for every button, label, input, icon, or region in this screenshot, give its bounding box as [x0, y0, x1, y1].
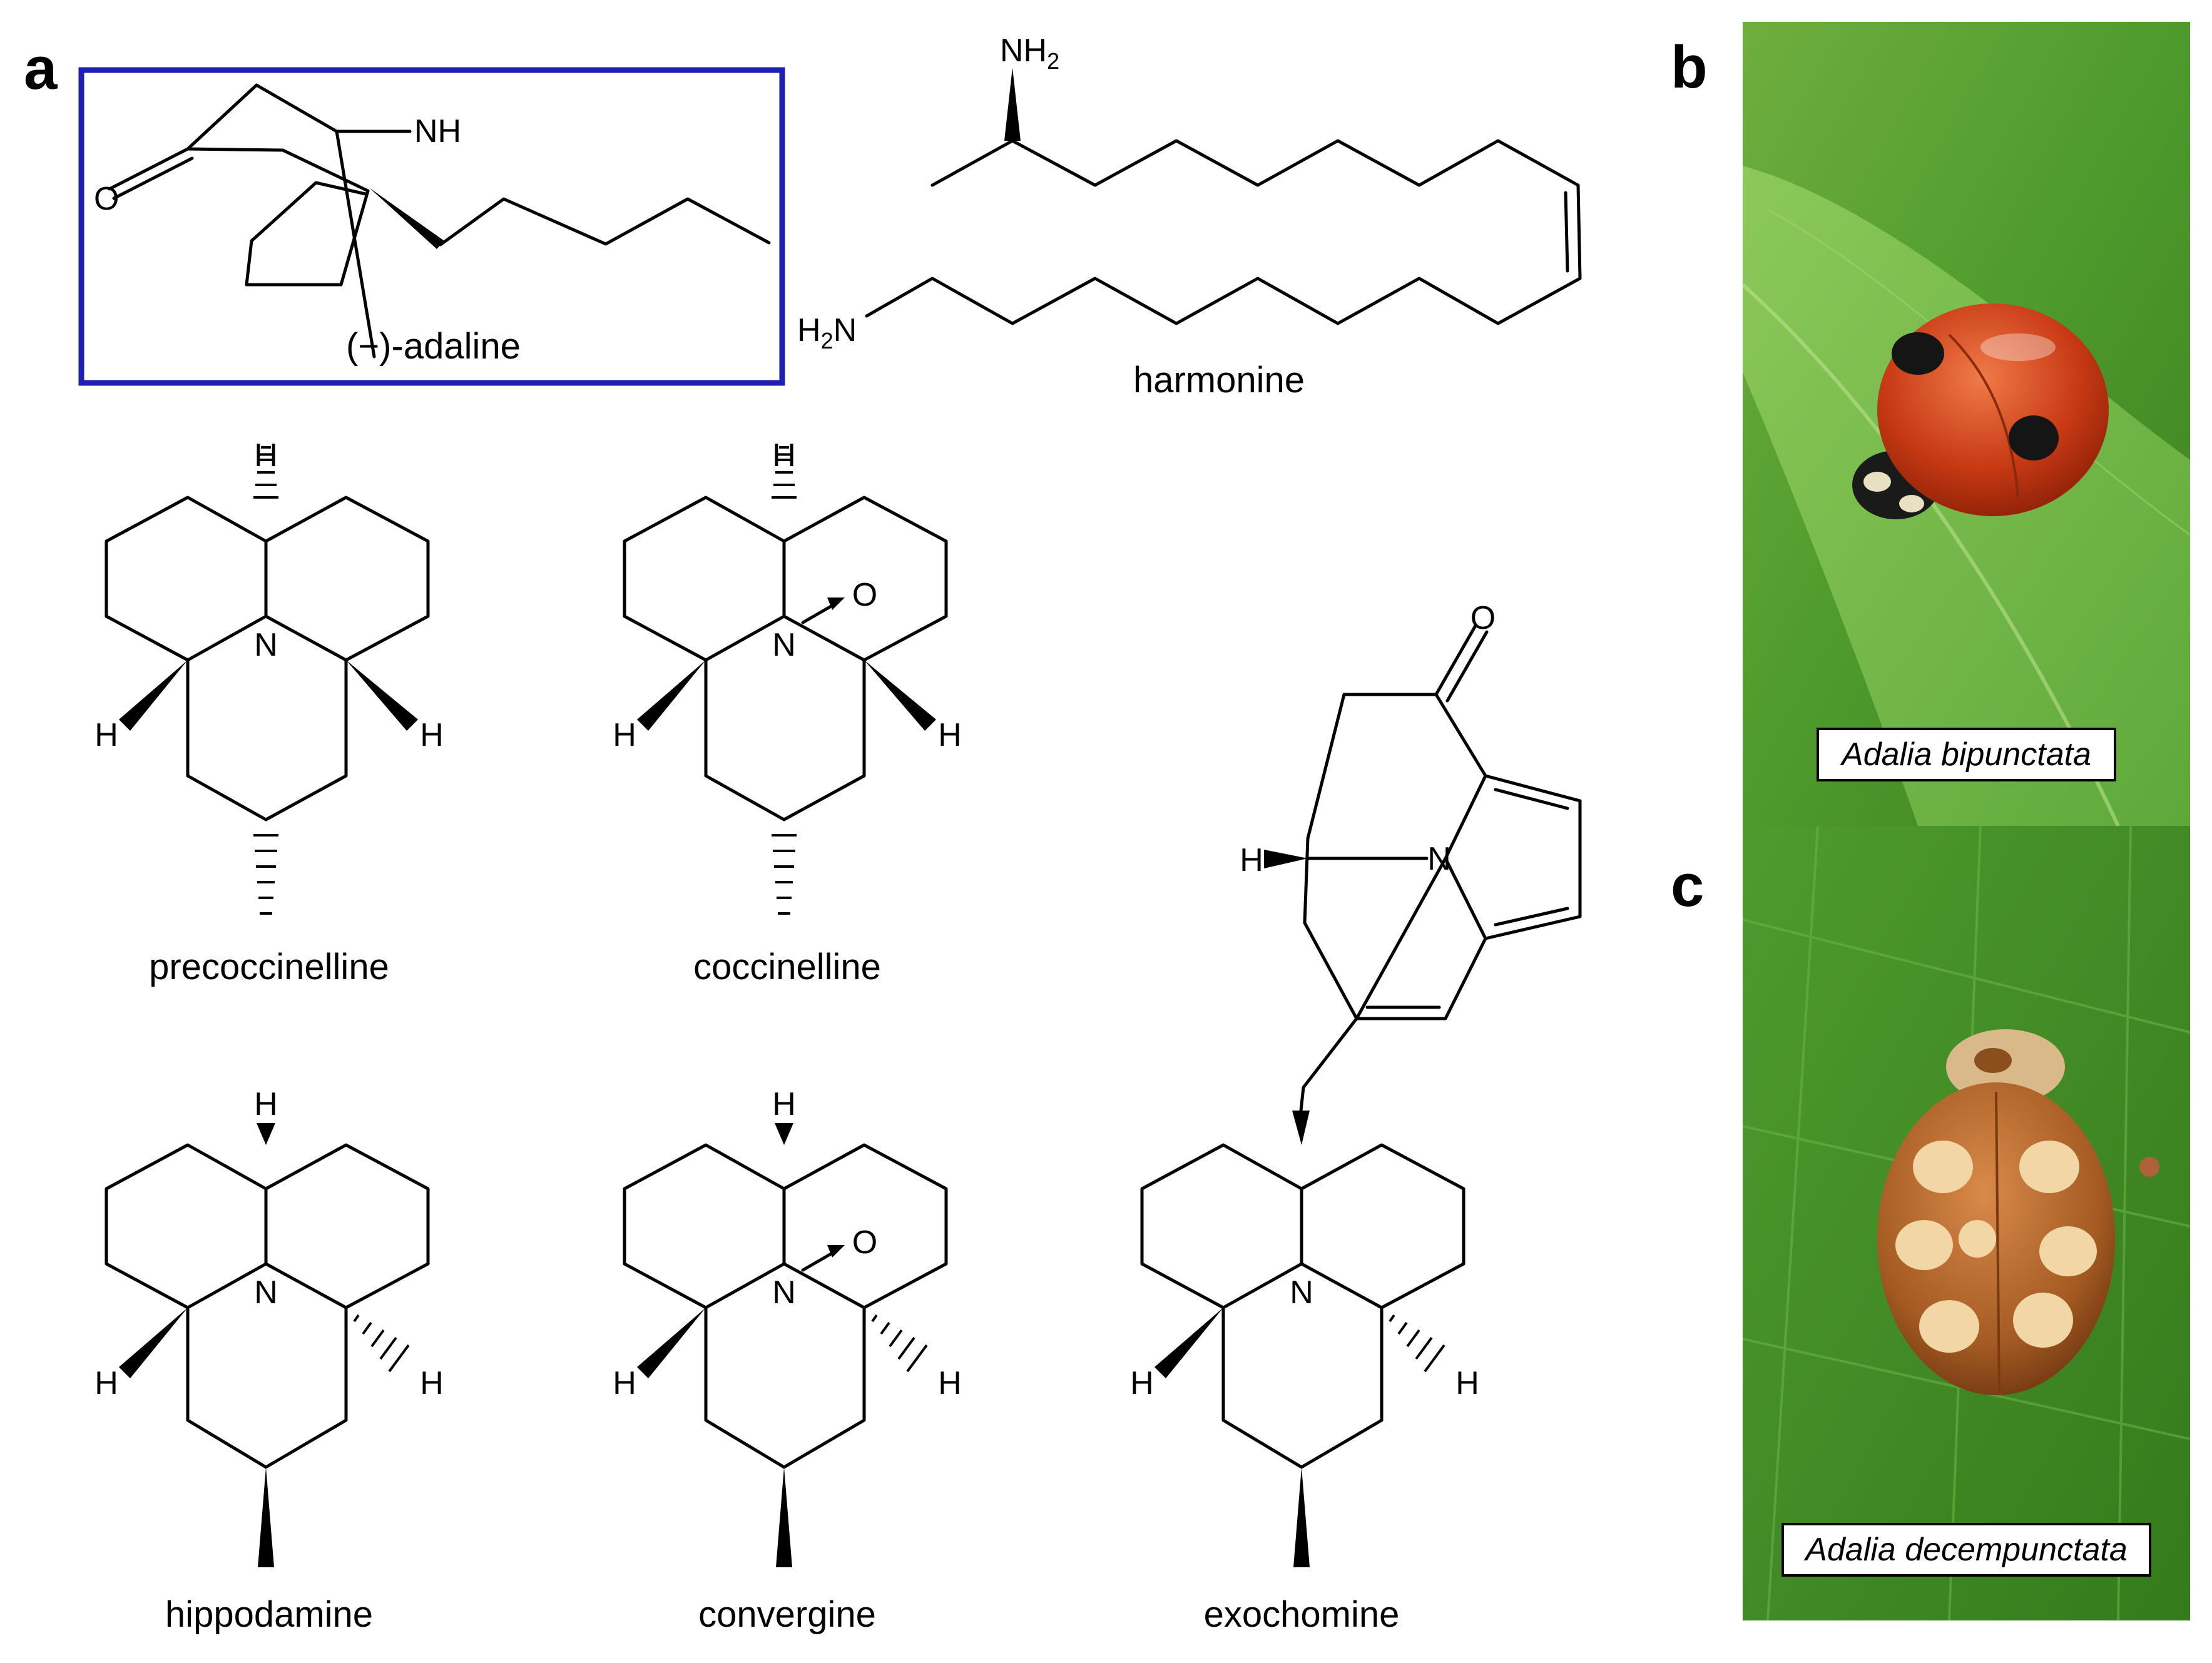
coccinelline-n: N [772, 627, 796, 663]
convergine-structure: N O H H H convergine [613, 1086, 962, 1635]
adaline-nh-label: NH [414, 113, 461, 150]
panel-label-c: c [1671, 852, 1704, 919]
exochomine-h-right: H [1455, 1365, 1479, 1401]
harmonine-structure: NH2 H2N harmonine [797, 33, 1582, 400]
hippodamine-h-top: H [254, 1086, 278, 1122]
hippodamine-h-left: H [94, 1365, 118, 1401]
precoccinelline-h-left: H [94, 717, 118, 753]
panel-label-a: a [24, 35, 58, 102]
adalia-decempunctata-image [1743, 826, 2190, 1620]
exochomine-h-upper: H [1240, 842, 1263, 878]
convergine-name: convergine [698, 1594, 876, 1635]
harmonine-name: harmonine [1133, 360, 1305, 400]
exochomine-n-lower: N [1290, 1274, 1313, 1311]
precoccinelline-h-top: H [254, 437, 278, 474]
hippodamine-n: N [254, 1274, 278, 1311]
adalia-bipunctata-image [1743, 22, 2190, 826]
convergine-h-left: H [613, 1365, 636, 1401]
exochomine-structure: N N O H H H exochomine [1130, 600, 1582, 1635]
convergine-o: O [852, 1224, 877, 1261]
precoccinelline-name: precoccinelline [149, 947, 389, 987]
hippodamine-structure: N H H H hippodamine [94, 1086, 444, 1635]
harmonine-h2n-left: H2N [797, 312, 857, 353]
harmonine-nh2-top: NH2 [1000, 33, 1059, 74]
adaline-structure: O NH (−)-adaline [78, 67, 785, 386]
caption-adalia-bipunctata: Adalia bipunctata [1817, 728, 2116, 781]
coccinelline-o: O [852, 577, 877, 613]
coccinelline-h-left: H [613, 717, 636, 753]
ladybird-photo-b [1743, 22, 2190, 826]
adaline-o-label: O [94, 181, 119, 217]
convergine-h-top: H [772, 1086, 796, 1122]
hippodamine-h-right: H [420, 1365, 444, 1401]
precoccinelline-h-right: H [420, 717, 444, 753]
convergine-n: N [772, 1274, 796, 1311]
precoccinelline-structure: N H H H precoccinelline [94, 437, 444, 987]
coccinelline-structure: N O H H H coccinelline [613, 437, 962, 987]
hippodamine-name: hippodamine [165, 1594, 373, 1635]
coccinelline-name: coccinelline [693, 947, 881, 987]
coccinelline-h-top: H [772, 437, 796, 474]
exochomine-name: exochomine [1204, 1594, 1400, 1635]
exochomine-n-upper: N [1427, 841, 1451, 877]
panel-label-b: b [1671, 34, 1708, 101]
coccinelline-h-right: H [938, 717, 962, 753]
ladybird-photo-c [1743, 826, 2190, 1620]
adaline-name: (−)-adaline [346, 326, 521, 367]
exochomine-o: O [1470, 600, 1496, 636]
exochomine-h-left: H [1130, 1365, 1154, 1401]
caption-adalia-decempunctata: Adalia decempunctata [1781, 1523, 2151, 1577]
adaline-highlight-box [78, 67, 785, 386]
convergine-h-right: H [938, 1365, 962, 1401]
precoccinelline-n: N [254, 627, 278, 663]
